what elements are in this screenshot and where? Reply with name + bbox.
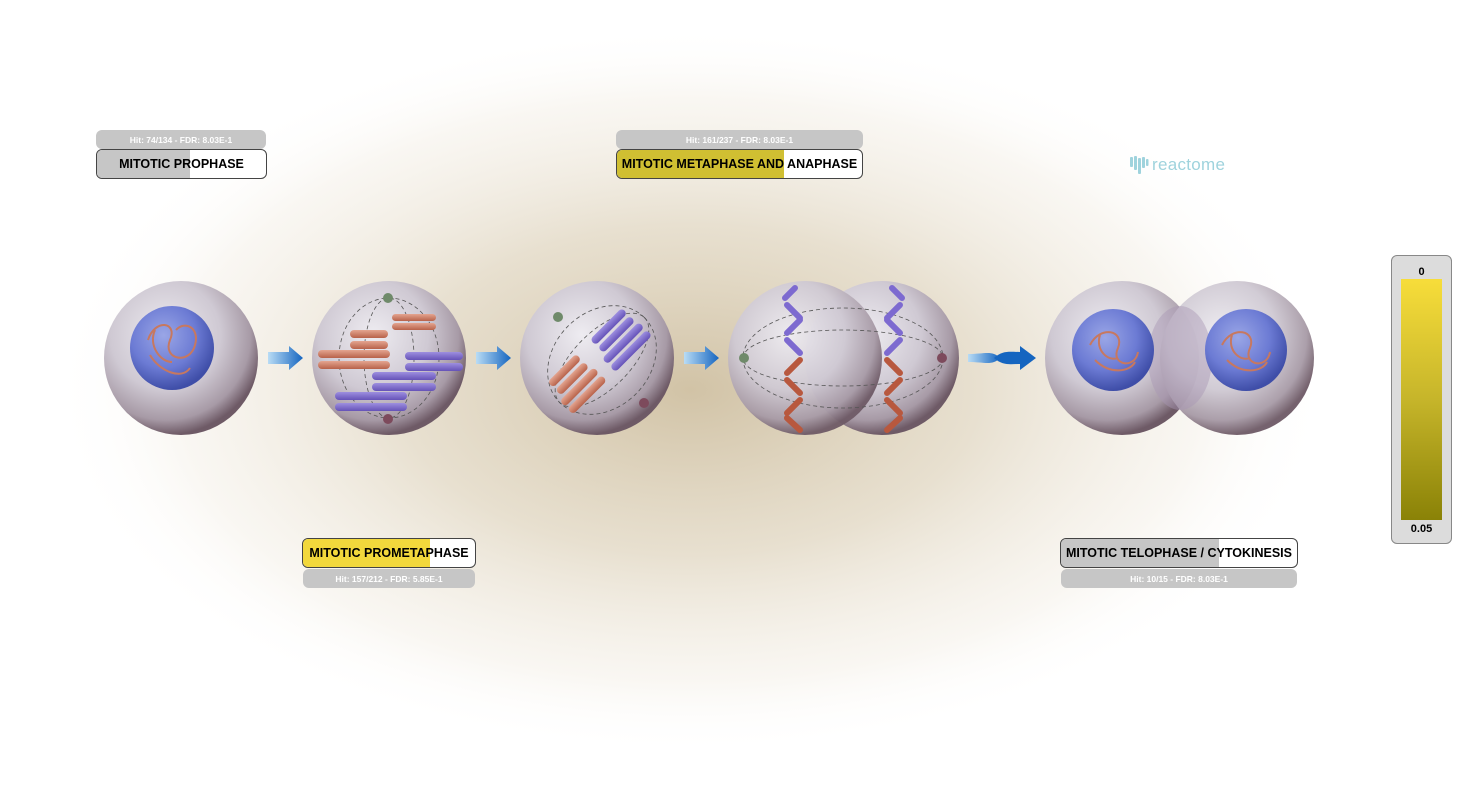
pathway-label-text: MITOTIC TELOPHASE / CYTOKINESIS [1066, 546, 1292, 560]
chromatin-icon [147, 324, 197, 375]
nucleus-icon [1072, 309, 1154, 391]
centrosome-icon [739, 353, 749, 363]
legend-top-value: 0 [1418, 266, 1425, 278]
arrow-icon [476, 346, 511, 370]
pathway-label-text: MITOTIC PROMETAPHASE [309, 546, 469, 560]
pathway-stats: Hit: 74/134 - FDR: 8.03E-1 [96, 130, 266, 149]
pathway-label-metaphase[interactable]: MITOTIC METAPHASE AND ANAPHASE [616, 149, 863, 179]
pathway-fill [97, 150, 190, 178]
reactome-logo-icon [1130, 156, 1149, 174]
centrosome-icon [383, 414, 393, 424]
arrow-icon [268, 346, 303, 370]
pathway-fill [1061, 539, 1220, 567]
arrow-icon [684, 346, 719, 370]
anaphase-cell[interactable] [728, 281, 959, 435]
reactome-logo[interactable]: reactome [1128, 152, 1225, 178]
centrosome-icon [383, 293, 393, 303]
metaphase-cell[interactable] [520, 281, 678, 436]
pathway-stats: Hit: 161/237 - FDR: 8.03E-1 [616, 130, 863, 149]
telophase-cell[interactable] [1045, 281, 1314, 435]
pathway-label-prophase[interactable]: MITOTIC PROPHASE [96, 149, 267, 179]
pathway-fill [617, 150, 784, 178]
pathway-fill [303, 539, 431, 567]
nucleus-icon [1205, 309, 1287, 391]
pathway-label-telophase[interactable]: MITOTIC TELOPHASE / CYTOKINESIS [1060, 538, 1298, 568]
pathway-label-text: MITOTIC PROPHASE [119, 157, 244, 171]
pathway-stats: Hit: 10/15 - FDR: 8.03E-1 [1061, 569, 1297, 588]
pathway-stats: Hit: 157/212 - FDR: 5.85E-1 [303, 569, 475, 588]
centrosome-icon [553, 312, 563, 322]
arrow-icon [968, 353, 1000, 363]
centrosome-icon [937, 353, 947, 363]
pathway-label-text: MITOTIC METAPHASE AND ANAPHASE [621, 157, 858, 171]
legend-gradient-bar [1401, 279, 1442, 520]
centrosome-icon [639, 398, 649, 408]
legend-bottom-value: 0.05 [1410, 523, 1433, 535]
color-legend[interactable]: 0 0.05 [1391, 255, 1452, 544]
prophase-cell[interactable] [104, 281, 258, 435]
prometaphase-cell[interactable] [312, 281, 466, 435]
logo-text: reactome [1152, 155, 1226, 174]
pathway-label-prometaphase[interactable]: MITOTIC PROMETAPHASE [302, 538, 476, 568]
arrow-icon [994, 346, 1036, 370]
nucleus-icon [130, 306, 214, 390]
